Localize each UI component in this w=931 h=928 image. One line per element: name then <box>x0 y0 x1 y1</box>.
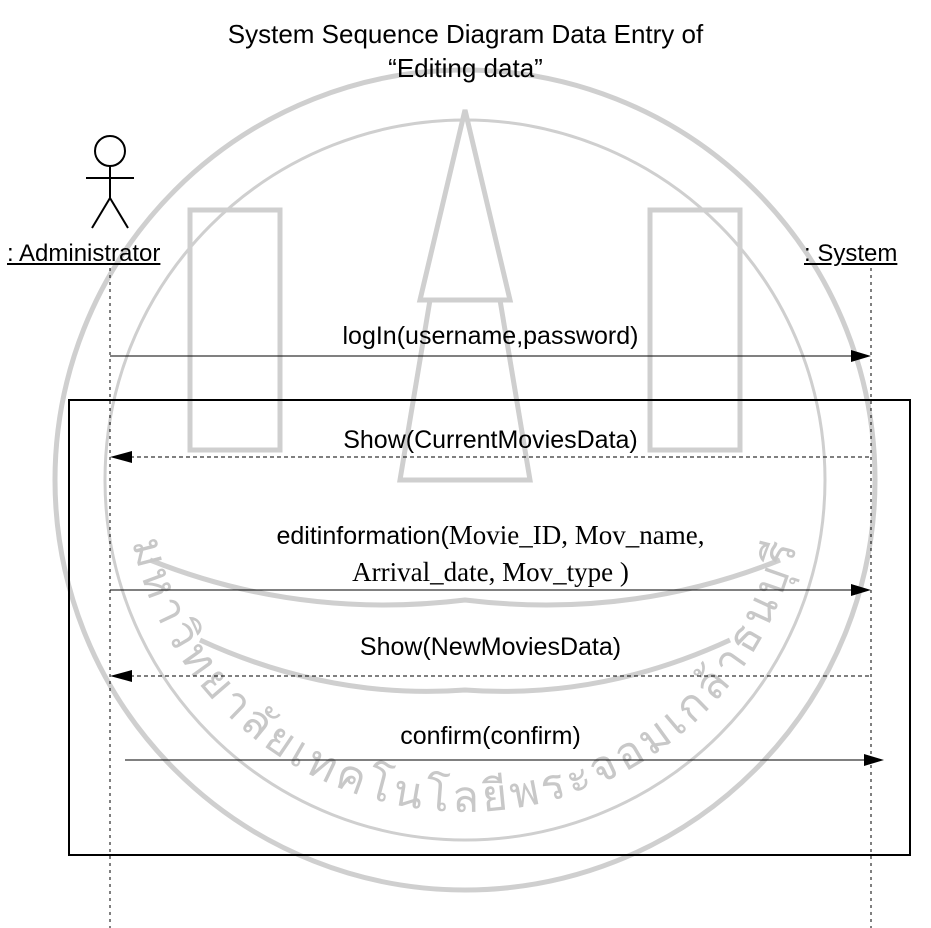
message-label-edit-params: Movie_ID, Mov_name, <box>448 520 705 550</box>
message-arrow-edit <box>110 584 871 596</box>
message-label-show-new: Show(NewMoviesData) <box>359 633 622 661</box>
stick-figure-icon <box>86 135 134 229</box>
administrator-label: : Administrator <box>7 240 161 267</box>
system-label: : System <box>804 240 898 267</box>
message-label-show-current: Show(CurrentMoviesData) <box>343 426 638 454</box>
message-label-confirm: confirm(confirm) <box>400 722 581 750</box>
interaction-frame <box>68 399 911 856</box>
message-arrow-login <box>110 350 871 362</box>
watermark-seal <box>52 67 878 893</box>
message-label-edit-line1: editinformation(Movie_ID, Mov_name, <box>110 520 871 551</box>
message-arrow-show-current <box>110 451 871 463</box>
diagram-title-line2: “Editing data” <box>388 53 543 83</box>
diagram-title-line1: System Sequence Diagram Data Entry of <box>227 19 704 49</box>
message-label-edit-line2: Arrival_date, Mov_type ) <box>352 557 629 587</box>
message-arrow-show-new <box>110 670 871 682</box>
message-label-login: logIn(username,password) <box>342 322 639 350</box>
message-arrow-confirm <box>125 754 884 766</box>
message-label-edit-prefix: editinformation( <box>276 522 449 550</box>
